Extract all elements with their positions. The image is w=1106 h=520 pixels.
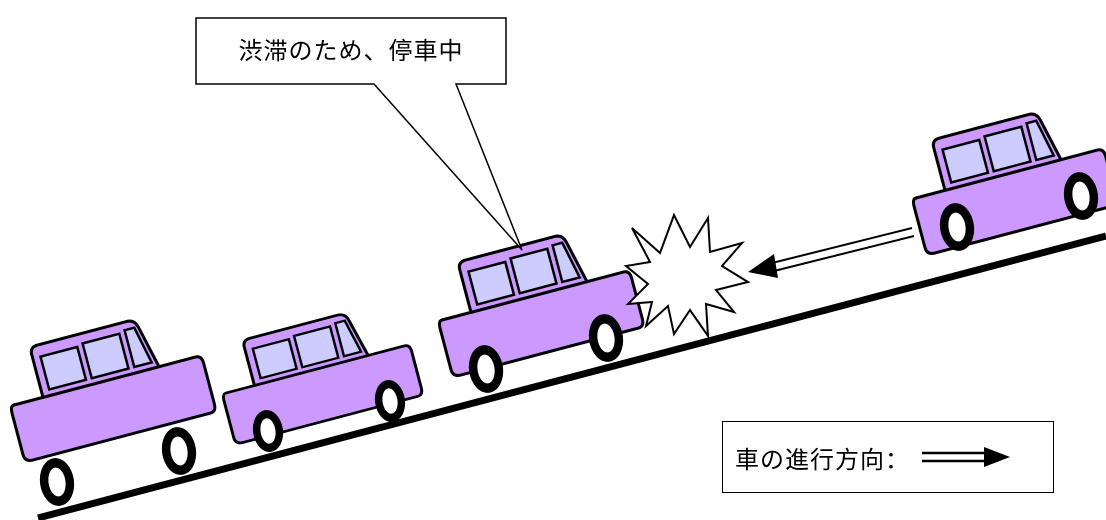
callout-text: 渋滞のため、停車中 (238, 36, 464, 65)
car-stopped-1-wheel-rear (36, 455, 78, 509)
legend-label: 車の進行方向： (735, 445, 910, 474)
direction-arrow-icon (748, 227, 915, 278)
double-arrow-right-icon (922, 447, 1010, 467)
road-slope (37, 232, 1106, 520)
callout-bubble (195, 17, 523, 251)
car-stopped-1-wheel-front (158, 424, 200, 478)
collision-burst-icon (623, 212, 751, 340)
legend-box: 車の進行方向： (722, 421, 1054, 493)
